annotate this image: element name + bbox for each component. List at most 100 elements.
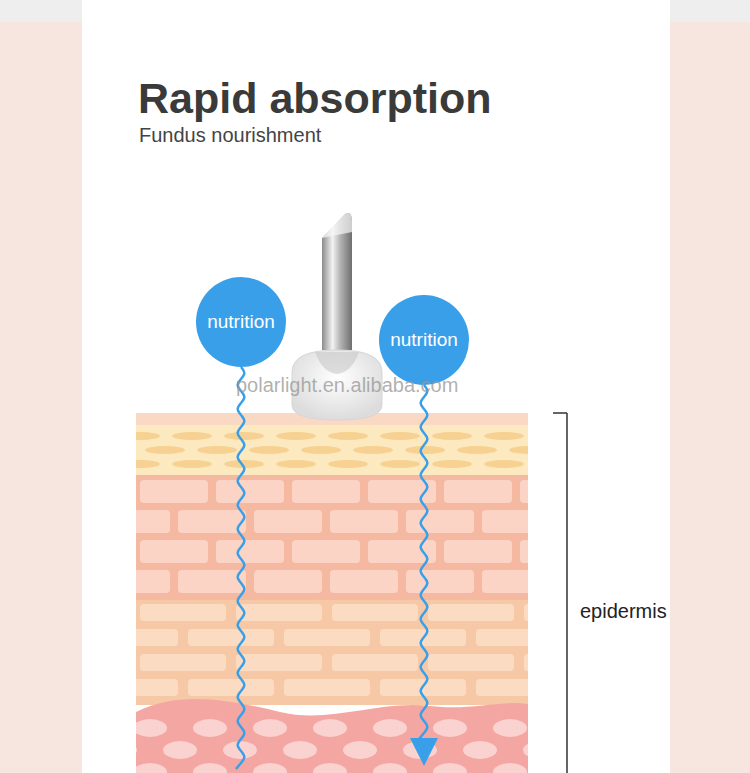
cell-brick: [136, 570, 170, 593]
cell-oval: [405, 446, 445, 454]
cell-brick: [368, 540, 436, 563]
cell-oval: [353, 446, 393, 454]
cell-oval: [373, 719, 407, 737]
cell-oval: [328, 432, 368, 440]
cell-oval: [276, 460, 316, 468]
cell-oval: [433, 719, 467, 737]
device-wand: [322, 213, 352, 350]
cell-brick: [178, 570, 246, 593]
cell-oval: [172, 460, 212, 468]
cell-oval: [276, 432, 316, 440]
dermis-wave: [136, 699, 528, 773]
cell-oval: [343, 741, 377, 759]
cell-oval: [328, 460, 368, 468]
cell-oval: [197, 446, 237, 454]
cell-brick: [178, 510, 246, 533]
cell-brick: [524, 654, 528, 671]
nutrition-circle: nutrition: [379, 295, 469, 385]
cell-oval: [224, 432, 264, 440]
cell-oval: [523, 741, 528, 759]
cell-oval: [380, 432, 420, 440]
cell-brick: [520, 540, 528, 563]
cell-brick: [236, 654, 322, 671]
cell-oval: [136, 741, 137, 759]
cell-oval: [301, 446, 341, 454]
cell-oval: [136, 460, 160, 468]
cell-oval: [253, 719, 287, 737]
cell-brick: [284, 679, 370, 696]
cell-oval: [136, 763, 167, 773]
absorption-arrowhead: [410, 738, 438, 766]
cell-brick: [482, 510, 528, 533]
cell-oval: [193, 763, 227, 773]
subtitle: Fundus nourishment: [139, 124, 321, 147]
cell-brick: [332, 654, 418, 671]
cell-oval: [313, 763, 347, 773]
cell-oval: [283, 741, 317, 759]
cell-oval: [249, 446, 289, 454]
cell-oval: [193, 719, 227, 737]
cell-oval: [484, 432, 524, 440]
cell-brick: [524, 604, 528, 621]
cell-brick: [136, 510, 170, 533]
epidermis-label: epidermis: [580, 600, 667, 623]
cell-oval: [493, 763, 527, 773]
cell-brick: [520, 480, 528, 503]
cell-brick: [476, 629, 528, 646]
cell-brick: [428, 604, 514, 621]
cell-oval: [313, 719, 347, 737]
cell-oval: [433, 763, 467, 773]
cell-brick: [332, 604, 418, 621]
cell-oval: [463, 741, 497, 759]
cell-oval: [172, 432, 212, 440]
node-label: nutrition: [207, 311, 275, 333]
cell-brick: [444, 540, 512, 563]
cell-brick: [254, 570, 322, 593]
cell-brick: [188, 629, 274, 646]
cell-brick: [236, 604, 322, 621]
cell-brick: [140, 540, 208, 563]
cell-brick: [330, 510, 398, 533]
cell-brick: [292, 480, 360, 503]
cell-oval: [432, 460, 472, 468]
cell-oval: [373, 763, 407, 773]
cell-brick: [284, 629, 370, 646]
cell-oval: [253, 763, 287, 773]
cell-brick: [428, 654, 514, 671]
cell-oval: [509, 446, 528, 454]
cell-brick: [406, 510, 474, 533]
skin-layers: [136, 413, 528, 773]
cell-brick: [140, 480, 208, 503]
bracket: [566, 413, 568, 773]
watermark: polarlight.en.alibaba.com: [236, 374, 458, 397]
cell-brick: [136, 629, 178, 646]
cell-brick: [140, 654, 226, 671]
cell-oval: [136, 432, 160, 440]
cell-brick: [482, 570, 528, 593]
bracket-tick: [553, 412, 567, 414]
cell-oval: [457, 446, 497, 454]
cell-brick: [140, 604, 226, 621]
cell-oval: [145, 446, 185, 454]
cell-brick: [330, 570, 398, 593]
cell-brick: [292, 540, 360, 563]
absorption-wave: [236, 367, 244, 769]
cell-oval: [493, 719, 527, 737]
lower-brick-layer: [136, 600, 528, 705]
cell-brick: [406, 570, 474, 593]
cell-oval: [380, 460, 420, 468]
cell-brick: [444, 480, 512, 503]
white-panel: [82, 0, 670, 773]
cell-brick: [254, 510, 322, 533]
cell-brick: [136, 679, 178, 696]
brick-layer: [136, 475, 528, 600]
cell-brick: [216, 480, 284, 503]
cell-brick: [188, 679, 274, 696]
absorption-wave: [419, 385, 427, 739]
cell-oval: [484, 460, 524, 468]
stratum-corneum: [136, 413, 528, 475]
nutrition-circle: nutrition: [196, 277, 286, 367]
cell-oval: [432, 432, 472, 440]
cell-brick: [476, 679, 528, 696]
cell-brick: [216, 540, 284, 563]
